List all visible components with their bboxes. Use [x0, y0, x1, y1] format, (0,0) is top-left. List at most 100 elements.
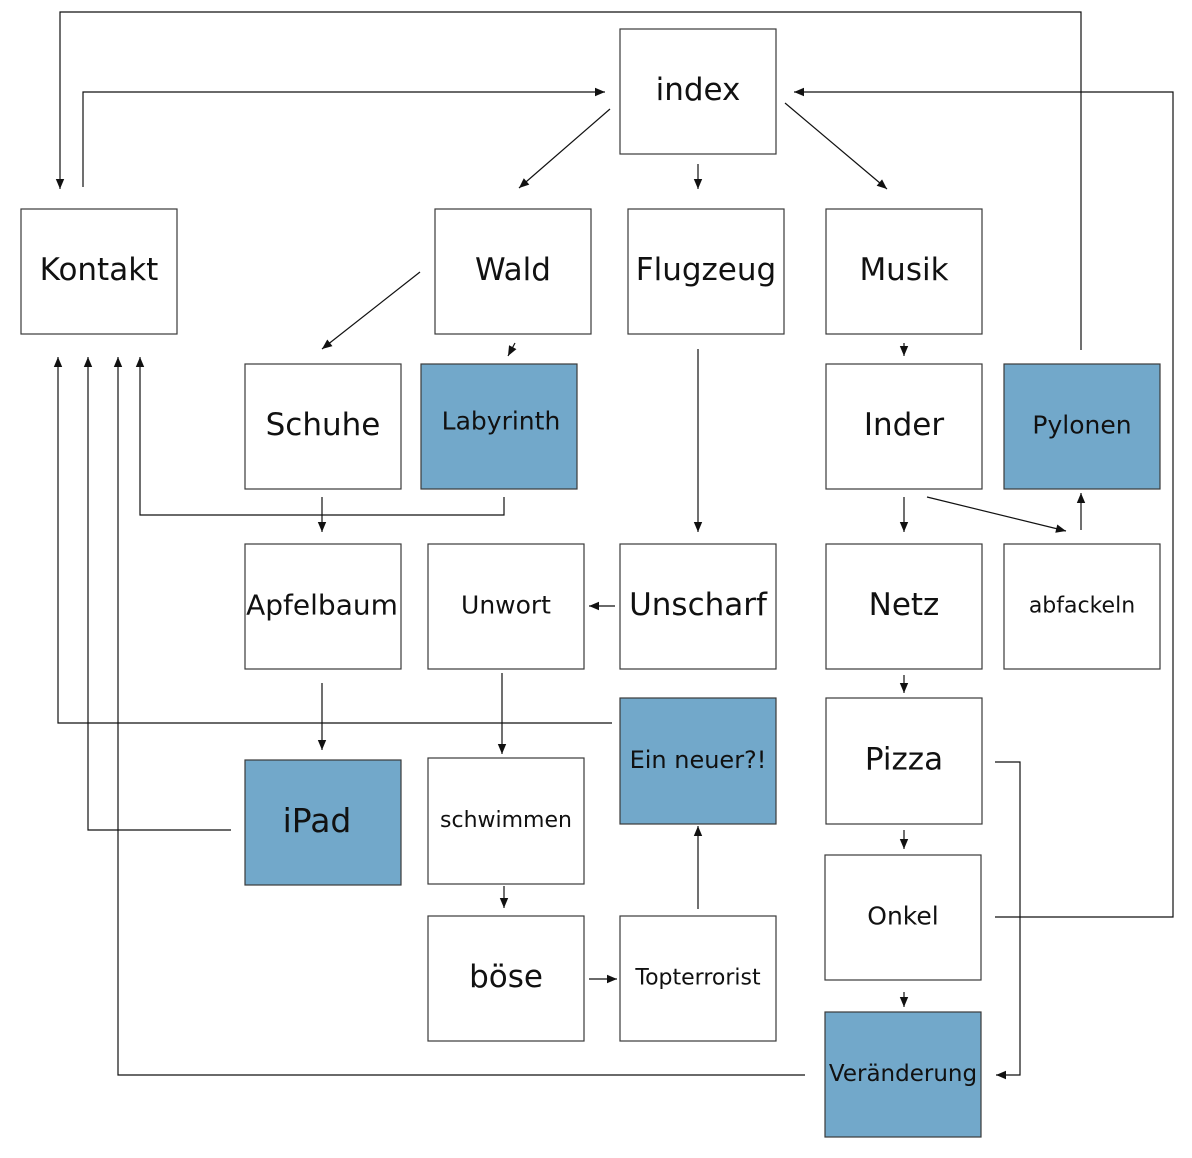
- edge-unwort-to-schwimmen: [497, 673, 507, 754]
- node-box: [619, 915, 777, 1042]
- node-box: [244, 363, 402, 490]
- node-boese: böse: [427, 915, 585, 1042]
- node-box: [1003, 543, 1161, 670]
- edge-pizza-to-veraenderung: [899, 830, 909, 849]
- node-label: Unscharf: [629, 587, 768, 623]
- node-box: [825, 697, 983, 825]
- arrowhead-icon: [519, 178, 530, 188]
- arrowhead-icon: [135, 357, 145, 367]
- node-label: böse: [469, 959, 543, 995]
- node-label: Onkel: [867, 902, 938, 931]
- node-label: Apfelbaum: [246, 589, 398, 622]
- edge-ipad-to-kontakt: [83, 357, 231, 831]
- edge-line: [321, 271, 421, 350]
- node-label: Labyrinth: [442, 407, 561, 436]
- node-labyrinth: Labyrinth: [420, 363, 578, 490]
- node-box: [619, 28, 777, 155]
- edge-musik-to-inder: [899, 343, 909, 356]
- node-box: [627, 208, 785, 335]
- node-netz: Netz: [825, 543, 983, 670]
- edge-wald-to-labyrinth: [507, 342, 517, 357]
- arrowhead-icon: [322, 339, 333, 349]
- node-label: Topterrorist: [634, 966, 761, 991]
- node-label: Netz: [869, 587, 940, 623]
- node-label: Veränderung: [829, 1061, 977, 1087]
- node-label: index: [656, 72, 741, 108]
- edge-line: [794, 91, 1174, 918]
- node-flugzeug: Flugzeug: [627, 208, 785, 335]
- node-label: Pizza: [865, 742, 943, 778]
- node-label: Unwort: [461, 591, 551, 620]
- edge-netz-to-pizza: [899, 675, 909, 693]
- node-label: Wald: [475, 252, 551, 288]
- edge-wald-to-schuhe: [321, 271, 421, 350]
- arrowhead-icon: [317, 740, 327, 750]
- edge-index-to-flugzeug: [693, 164, 703, 189]
- node-label: Ein neuer?!: [630, 746, 767, 774]
- arrowhead-icon: [899, 522, 909, 532]
- node-label: iPad: [283, 801, 352, 840]
- arrowhead-icon: [899, 839, 909, 849]
- arrowhead-icon: [1055, 524, 1066, 533]
- node-label: Flugzeug: [636, 252, 776, 288]
- arrowhead-icon: [899, 346, 909, 356]
- node-box: [427, 543, 585, 670]
- node-musik: Musik: [825, 208, 983, 335]
- arrowhead-icon: [499, 898, 509, 908]
- node-box: [825, 543, 983, 670]
- edge-line: [87, 357, 231, 831]
- edge-line: [139, 357, 505, 516]
- edge-onkel-to-veraenderung: [899, 992, 909, 1007]
- node-apfelbaum: Apfelbaum: [244, 543, 402, 670]
- edge-line: [59, 11, 1082, 350]
- edge-index-to-wald: [518, 108, 611, 189]
- node-onkel: Onkel: [824, 854, 982, 981]
- edge-line: [784, 102, 888, 190]
- node-label: Inder: [864, 407, 945, 443]
- edge-index-to-kontakt: [55, 11, 1082, 350]
- node-box: [824, 1011, 982, 1138]
- edge-boese-to-topterrorist: [589, 974, 617, 984]
- arrowhead-icon: [607, 974, 617, 984]
- edge-flugzeug-to-unscharf: [693, 349, 703, 532]
- node-ipad: iPad: [244, 759, 402, 886]
- node-box: [434, 208, 592, 335]
- edge-pizza-to-onkel: [995, 761, 1021, 1080]
- node-index: index: [619, 28, 777, 155]
- arrowhead-icon: [693, 179, 703, 189]
- arrowhead-icon: [55, 179, 65, 189]
- node-veraenderung: Veränderung: [824, 1011, 982, 1138]
- arrowhead-icon: [899, 997, 909, 1007]
- arrowhead-icon: [317, 522, 327, 532]
- arrowhead-icon: [589, 601, 599, 611]
- node-box: [824, 854, 982, 981]
- node-label: abfackeln: [1029, 594, 1135, 619]
- edge-inder-to-abfackeln: [926, 496, 1067, 533]
- node-kontakt: Kontakt: [20, 208, 178, 335]
- node-schuhe: Schuhe: [244, 363, 402, 490]
- arrowhead-icon: [508, 345, 517, 356]
- node-box: [619, 543, 777, 670]
- node-label: Pylonen: [1032, 411, 1131, 440]
- edge-onkel-to-index: [794, 87, 1174, 918]
- edge-inder-to-netz: [899, 497, 909, 532]
- arrowhead-icon: [693, 826, 703, 836]
- node-wald: Wald: [434, 208, 592, 335]
- arrowhead-icon: [693, 522, 703, 532]
- edge-unscharf-to-unwort: [589, 601, 615, 611]
- edge-veraenderung-to-kontakt: [113, 357, 805, 1076]
- arrowhead-icon: [996, 1070, 1006, 1080]
- edge-labyrinth-to-kontakt: [135, 357, 505, 516]
- node-box: [619, 697, 777, 825]
- edge-ein_neuer-to-kontakt: [53, 357, 612, 724]
- node-ein_neuer: Ein neuer?!: [619, 697, 777, 825]
- arrowhead-icon: [1076, 493, 1086, 503]
- arrowhead-icon: [876, 179, 887, 189]
- edge-topterrorist-to-ein_neuer: [693, 826, 703, 909]
- node-box: [427, 757, 585, 885]
- node-label: schwimmen: [440, 808, 572, 833]
- arrowhead-icon: [113, 357, 123, 367]
- edges-layer: [53, 11, 1174, 1080]
